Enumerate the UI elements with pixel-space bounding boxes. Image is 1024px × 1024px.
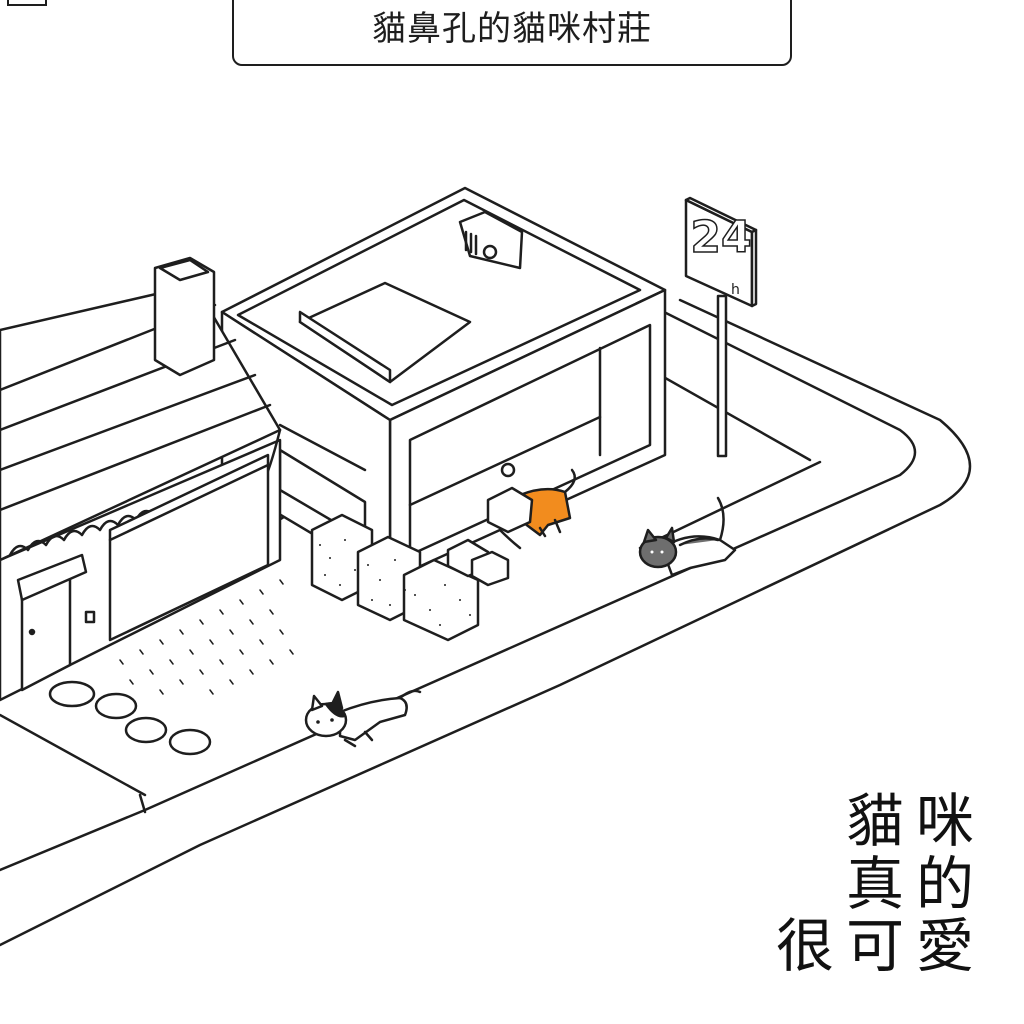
orange-cat	[486, 462, 577, 550]
gray-cat	[638, 496, 737, 577]
caption-line-1: 貓咪	[845, 787, 986, 855]
hedges	[310, 513, 480, 642]
sign-hour-unit: h	[731, 282, 740, 298]
cardboard-boxes	[446, 538, 510, 587]
cats-are-cute-caption: 貓咪 真的 很可愛	[776, 790, 986, 978]
sign-24-number: 24	[690, 212, 753, 263]
24h-sign	[684, 196, 758, 458]
stepping-stones	[48, 680, 212, 756]
village-title: 貓鼻孔的貓咪村莊	[372, 9, 652, 49]
house	[0, 256, 282, 702]
calico-cat	[304, 689, 422, 748]
title-banner: 貓鼻孔的貓咪村莊	[232, 0, 792, 66]
caption-line-2: 真的	[845, 849, 986, 918]
corner-tab	[6, 0, 48, 6]
driveway-gravel	[119, 579, 294, 695]
convenience-store	[220, 186, 667, 582]
caption-line-3: 很可愛	[776, 912, 987, 981]
